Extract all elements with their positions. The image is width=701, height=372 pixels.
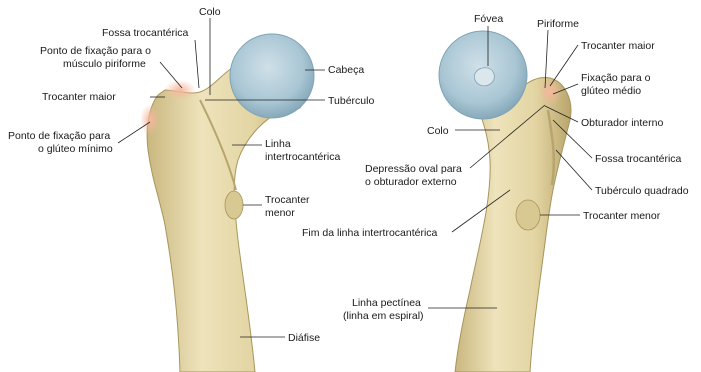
label-tuberculo-quadrado: Tubérculo quadrado (595, 185, 689, 197)
left-gluteus-attachment (140, 104, 160, 136)
right-lesser-trochanter (516, 200, 540, 230)
left-lesser-trochanter (225, 191, 243, 219)
label-fixacao-gluteo-line2: glúteo médio (581, 85, 641, 97)
label-obturador-interno: Obturador interno (581, 117, 663, 129)
label-ponto-piriforme-line1: Ponto de fixação para o (40, 45, 151, 57)
right-femur-shaft (455, 77, 571, 372)
label-colo-left: Colo (199, 6, 221, 18)
left-femur-head (230, 34, 314, 118)
label-linha-pectinea-line1: Linha pectínea (352, 297, 421, 309)
label-piriforme: Piriforme (537, 18, 579, 30)
label-fim-linha: Fim da linha intertrocantérica (302, 227, 438, 239)
left-piriformis-attachment (164, 80, 196, 100)
label-trocanter-menor-line1: Trocanter (265, 194, 310, 206)
label-tuberculo: Tubérculo (328, 95, 374, 107)
label-fixacao-gluteo-line1: Fixação para o (581, 72, 651, 84)
label-fossa-trocanterica-right: Fossa trocantérica (595, 153, 682, 165)
label-linha-intertrocanterica-line2: intertrocantérica (265, 151, 340, 163)
right-femur (439, 31, 571, 372)
label-colo-right: Colo (427, 125, 449, 137)
label-ponto-piriforme-line2: músculo piriforme (63, 58, 146, 70)
label-trocanter-menor-line2: menor (265, 207, 295, 219)
label-fovea: Fóvea (474, 13, 503, 25)
label-ponto-gluteo-line2: o glúteo mínimo (38, 143, 113, 155)
label-diafise: Diáfise (288, 332, 320, 344)
label-ponto-gluteo-line1: Ponto de fixação para (8, 130, 110, 142)
label-trocanter-maior-right: Trocanter maior (581, 40, 655, 52)
label-trocanter-maior-left: Trocanter maior (42, 91, 116, 103)
label-cabeca: Cabeça (328, 64, 364, 76)
label-trocanter-menor-right: Trocanter menor (583, 210, 661, 222)
label-linha-pectinea-line2: (linha em espiral) (343, 310, 424, 322)
label-fossa-trocanterica-left: Fossa trocantérica (102, 27, 189, 39)
right-fovea (474, 68, 494, 86)
label-linha-intertrocanterica-line1: Linha (265, 138, 291, 150)
label-depressao-line1: Depressão oval para (365, 163, 462, 175)
label-depressao-line2: o obturador externo (365, 176, 457, 188)
